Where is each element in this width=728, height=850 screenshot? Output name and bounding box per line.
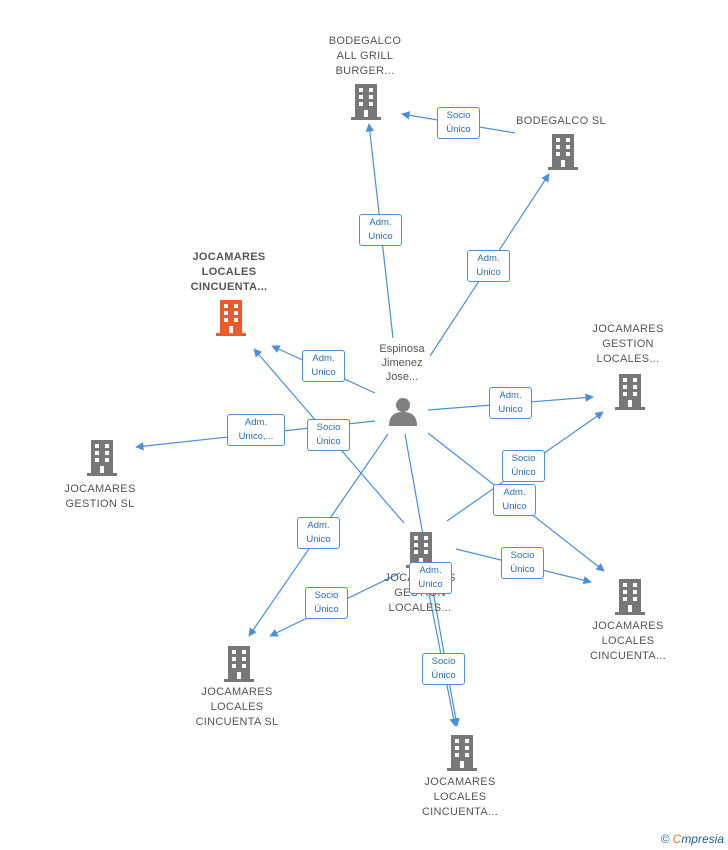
building-icon [224, 646, 254, 682]
building-icon [406, 532, 436, 568]
company-label: JOCAMARES LOCALES CINCUENTA... [421, 776, 499, 818]
company-label: BODEGALCO SL [516, 115, 606, 127]
footer-brand[interactable]: ©Cmpresia [661, 832, 724, 846]
edge-label[interactable]: Socio Único [307, 419, 350, 451]
building-icon [615, 579, 645, 615]
person-label: Espinosa Jimenez Jose... [379, 343, 425, 383]
brand-logo: Cmpresia [672, 832, 724, 846]
building-icon [216, 300, 246, 336]
edge-label[interactable]: Adm. Unico [489, 387, 532, 419]
building-icon [351, 84, 381, 120]
building-icon [87, 440, 117, 476]
company-label: JOCAMARES GESTION LOCALES... [592, 323, 664, 365]
company-label: JOCAMARES LOCALES CINCUENTA SL [195, 686, 279, 728]
company-label: JOCAMARES LOCALES CINCUENTA... [190, 251, 268, 293]
edge-center-cincuenta-bottom [423, 567, 458, 727]
edge-label[interactable]: Adm. Unico [493, 484, 536, 516]
building-icon [548, 134, 578, 170]
building-icon [615, 374, 645, 410]
edge-label[interactable]: Adm. Unico [302, 350, 345, 382]
edge-label[interactable]: Socio Único [437, 107, 480, 139]
company-label: JOCAMARES LOCALES CINCUENTA... [589, 620, 667, 662]
edge-label[interactable]: Socio Único [422, 653, 465, 685]
edge-label[interactable]: Adm. Unico,... [227, 414, 285, 446]
edge-label[interactable]: Socio Único [502, 450, 545, 482]
edge-label[interactable]: Socio Único [501, 547, 544, 579]
edge-label[interactable]: Adm. Unico [409, 562, 452, 594]
edge-label[interactable]: Adm. Unico [297, 517, 340, 549]
edge-label[interactable]: Adm. Unico [359, 214, 402, 246]
edge-label[interactable]: Adm. Unico [467, 250, 510, 282]
company-label: BODEGALCO ALL GRILL BURGER... [328, 35, 402, 77]
person-icon [389, 398, 417, 426]
building-icon [447, 735, 477, 771]
copyright-icon: © [660, 832, 670, 846]
edge-label[interactable]: Socio Único [305, 587, 348, 619]
company-label: JOCAMARES GESTION SL [64, 483, 136, 510]
